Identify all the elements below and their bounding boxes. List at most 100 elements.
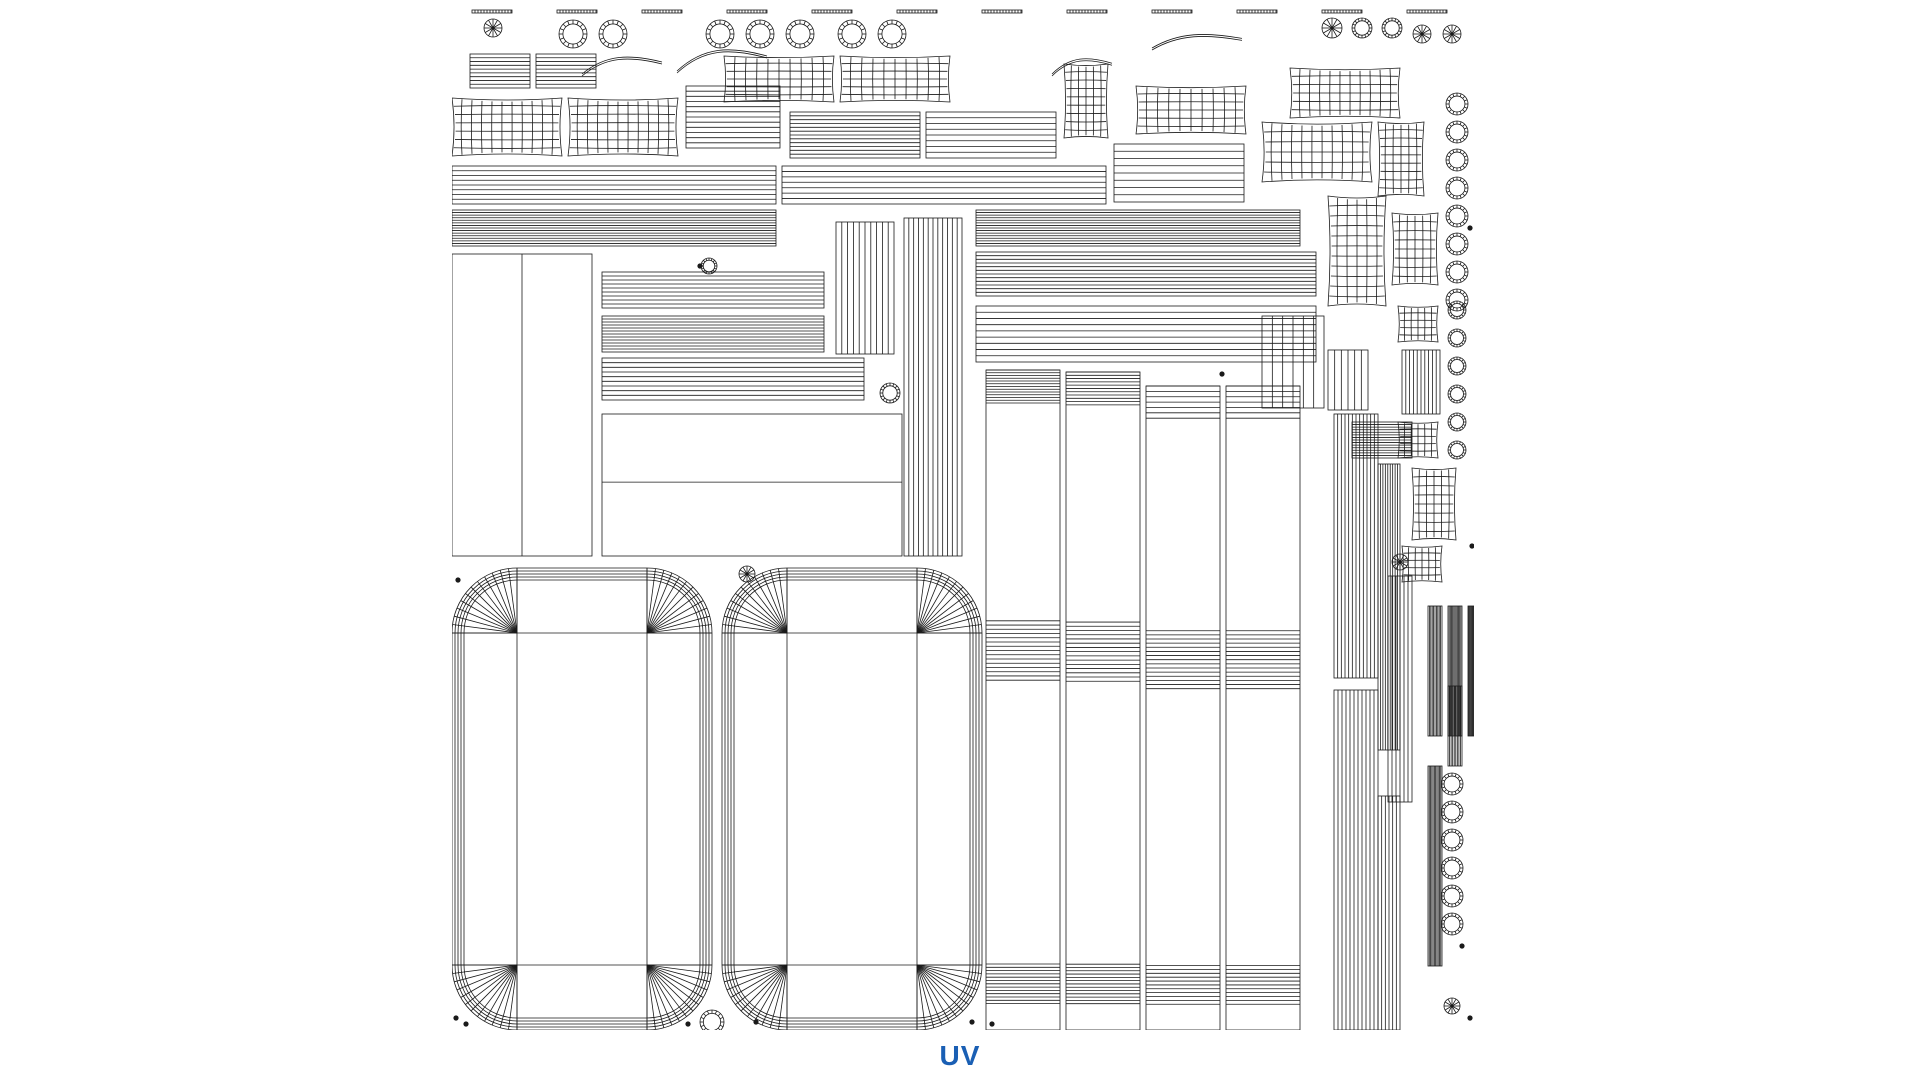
uv-rounded-panel — [721, 567, 983, 1030]
uv-dot — [1467, 1015, 1473, 1021]
uv-ring — [1447, 440, 1467, 460]
uv-dot — [455, 577, 461, 583]
uv-grid-patch — [1135, 85, 1247, 135]
uv-strip — [975, 209, 1301, 247]
uv-radial-cap — [1442, 24, 1462, 44]
uv-strip — [1261, 315, 1325, 409]
uv-ring — [1440, 828, 1464, 852]
uv-grid-patch — [839, 55, 951, 103]
uv-ring — [1440, 912, 1464, 936]
uv-dot — [1469, 543, 1474, 549]
uv-tiny-strip — [471, 9, 513, 14]
uv-ring — [1351, 17, 1373, 39]
uv-dot — [453, 1015, 459, 1021]
uv-dot — [753, 1019, 759, 1025]
uv-strip — [469, 53, 531, 89]
uv-tiny-strip — [1236, 9, 1278, 14]
uv-tall-panel — [1065, 371, 1141, 1030]
uv-ring — [1445, 204, 1469, 228]
uv-strip — [1377, 795, 1401, 1030]
uv-dot — [1219, 371, 1225, 377]
uv-strip — [452, 165, 777, 205]
uv-caption: UV — [939, 1040, 981, 1071]
uv-ring — [1447, 412, 1467, 432]
uv-ring — [877, 19, 907, 49]
uv-dot — [1467, 225, 1473, 231]
uv-curve-island — [676, 49, 768, 74]
uv-ring — [1445, 120, 1469, 144]
uv-strip — [1467, 605, 1474, 737]
uv-ring — [1447, 300, 1467, 320]
uv-ring — [879, 382, 901, 404]
uv-ring — [1445, 232, 1469, 256]
uv-ring — [1440, 772, 1464, 796]
uv-grid-patch — [1261, 121, 1373, 183]
uv-strip — [601, 357, 865, 401]
uv-strip — [685, 85, 781, 149]
uv-tiny-strip — [896, 9, 938, 14]
uv-tall-panel — [985, 369, 1061, 1030]
uv-ring — [1447, 328, 1467, 348]
uv-grid-patch — [1377, 121, 1425, 197]
uv-grid-patch — [1397, 305, 1439, 343]
uv-strip — [925, 111, 1057, 159]
uv-curve-island — [1051, 58, 1113, 77]
uv-tiny-strip — [556, 9, 598, 14]
uv-ring — [837, 19, 867, 49]
uv-ring — [700, 257, 718, 275]
uv-tiny-strip — [1321, 9, 1363, 14]
uv-ring — [598, 19, 628, 49]
uv-tiny-strip — [726, 9, 768, 14]
uv-grid-patch — [1391, 212, 1439, 286]
uv-ring — [745, 19, 775, 49]
uv-radial-cap — [483, 18, 503, 38]
uv-strip — [975, 305, 1317, 363]
uv-ring — [1445, 176, 1469, 200]
uv-grid-patch — [1289, 67, 1401, 119]
uv-strip — [601, 271, 825, 309]
uv-ring — [785, 19, 815, 49]
uv-strip — [781, 165, 1107, 205]
uv-grid-patch — [1401, 545, 1443, 583]
uv-tiny-strip — [981, 9, 1023, 14]
uv-tall-panel — [1225, 385, 1301, 1030]
uv-dot — [685, 1021, 691, 1027]
uv-strip — [1447, 605, 1463, 737]
uv-ring — [699, 1009, 725, 1030]
uv-ring — [1440, 884, 1464, 908]
uv-ring — [1445, 260, 1469, 284]
uv-strip — [1333, 413, 1379, 679]
uv-dot — [969, 1019, 975, 1025]
uv-strip — [835, 221, 895, 355]
uv-strip — [1427, 605, 1443, 737]
uv-ring — [1445, 148, 1469, 172]
uv-radial-cap — [1391, 553, 1409, 571]
uv-strip — [1333, 689, 1379, 1030]
uv-strip — [452, 209, 777, 247]
uv-tiny-strip — [1151, 9, 1193, 14]
uv-radial-cap — [1443, 997, 1461, 1015]
uv-grid-patch — [567, 97, 679, 157]
uv-ring — [1445, 92, 1469, 116]
uv-radial-cap — [738, 565, 756, 583]
uv-dot — [989, 1021, 995, 1027]
uv-flat-panel — [601, 413, 903, 557]
uv-strip — [789, 111, 921, 159]
uv-tiny-strip — [811, 9, 853, 14]
uv-strip — [1427, 765, 1443, 967]
uv-grid-patch — [452, 97, 563, 157]
uv-dot — [1459, 943, 1465, 949]
uv-radial-cap — [1321, 17, 1343, 39]
uv-ring — [1447, 384, 1467, 404]
uv-layout-canvas — [452, 6, 1474, 1030]
uv-dot — [697, 263, 703, 269]
uv-strip — [1351, 421, 1413, 459]
uv-grid-patch — [723, 55, 835, 103]
uv-ring — [705, 19, 735, 49]
uv-tiny-strip — [1066, 9, 1108, 14]
uv-tiny-strip — [1406, 9, 1448, 14]
uv-strip — [1377, 463, 1401, 751]
uv-strip — [1113, 143, 1245, 203]
uv-flat-panel — [452, 253, 593, 557]
uv-strip — [1327, 349, 1369, 411]
